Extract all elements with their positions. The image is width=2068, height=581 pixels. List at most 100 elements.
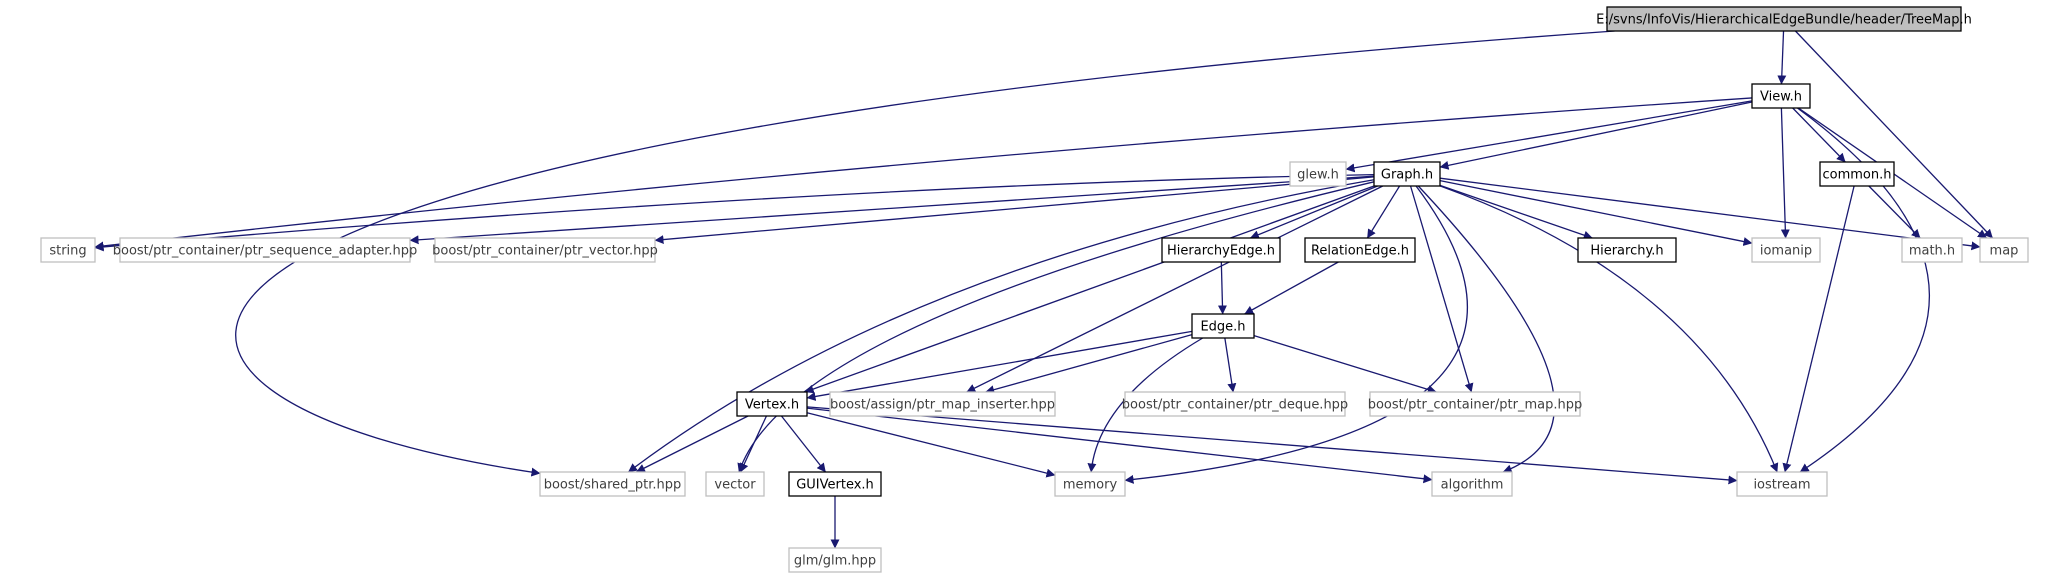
node-relationedge[interactable]: RelationEdge.h xyxy=(1304,237,1416,263)
node-label: algorithm xyxy=(1441,478,1504,493)
edge-graph-to-iomanip xyxy=(1439,179,1753,246)
edge-vertex-to-algorithm xyxy=(806,407,1433,484)
node-glew: glew.h xyxy=(1289,161,1347,187)
node-box xyxy=(1577,237,1677,263)
node-treemap[interactable]: E:/svns/InfoVis/HierarchicalEdgeBundle/h… xyxy=(1596,6,1972,32)
edge-vertex-to-vector xyxy=(739,415,768,473)
node-string: string xyxy=(40,237,96,263)
node-box xyxy=(40,237,96,263)
node-box xyxy=(119,237,411,263)
node-label: memory xyxy=(1063,478,1118,493)
edge-graph-to-ptr_seq xyxy=(409,175,1375,245)
node-box xyxy=(788,471,882,497)
node-label: iostream xyxy=(1753,478,1810,493)
node-box xyxy=(1606,6,1962,32)
edge-common-to-math xyxy=(1868,185,1921,239)
node-box xyxy=(736,391,808,417)
edge-graph-to-shared_ptr xyxy=(628,179,1375,473)
edge-treemap-to-shared_ptr xyxy=(235,30,1615,477)
node-hierarchy[interactable]: Hierarchy.h xyxy=(1577,237,1677,263)
edge-graph-to-vertex xyxy=(804,185,1375,394)
node-box xyxy=(705,471,765,497)
node-graph[interactable]: Graph.h xyxy=(1373,161,1441,187)
edge-graph-to-vector xyxy=(737,181,1375,473)
node-box xyxy=(539,471,686,497)
edge-graph-to-ptr_map xyxy=(1409,185,1474,393)
node-box xyxy=(1369,391,1581,417)
node-label: View.h xyxy=(1760,90,1802,105)
edge-edge-to-vertex xyxy=(806,330,1193,401)
node-math: math.h xyxy=(1901,237,1963,263)
node-box xyxy=(1054,471,1126,497)
edge-view-to-graph xyxy=(1439,101,1753,170)
node-label: boost/ptr_container/ptr_sequence_adapter… xyxy=(113,244,417,259)
edge-graph-to-relationedge xyxy=(1366,185,1401,239)
node-box xyxy=(1191,313,1255,339)
edge-graph-to-memory xyxy=(1124,185,1468,484)
edge-edge-to-memory xyxy=(1087,337,1204,473)
node-ptr_vec: boost/ptr_container/ptr_vector.hpp xyxy=(432,237,658,263)
node-label: boost/ptr_container/ptr_map.hpp xyxy=(1368,398,1583,413)
node-box xyxy=(1819,161,1895,187)
node-label: boost/ptr_container/ptr_deque.hpp xyxy=(1122,398,1348,413)
node-edge[interactable]: Edge.h xyxy=(1191,313,1255,339)
node-box xyxy=(1751,83,1811,109)
node-box xyxy=(1304,237,1416,263)
node-guivertex[interactable]: GUIVertex.h xyxy=(788,471,882,497)
node-box xyxy=(1901,237,1963,263)
node-label: boost/shared_ptr.hpp xyxy=(544,478,682,493)
edge-view-to-string xyxy=(94,97,1753,251)
node-shared_ptr: boost/shared_ptr.hpp xyxy=(539,471,686,497)
edge-graph-to-ptr_vec xyxy=(654,176,1375,245)
edge-hierarchyedge-to-edge xyxy=(1217,261,1227,315)
node-map: map xyxy=(1979,237,2029,263)
node-label: common.h xyxy=(1823,168,1892,183)
node-box xyxy=(1373,161,1441,187)
node-label: Edge.h xyxy=(1200,320,1245,335)
edge-vertex-to-shared_ptr xyxy=(636,415,749,473)
edges-layer xyxy=(94,30,1994,549)
node-memory: memory xyxy=(1054,471,1126,497)
edge-vertex-to-iostream xyxy=(806,406,1738,485)
node-ptr_map_ins: boost/assign/ptr_map_inserter.hpp xyxy=(829,391,1056,417)
node-hierarchyedge[interactable]: HierarchyEdge.h xyxy=(1161,237,1281,263)
node-iostream: iostream xyxy=(1736,471,1828,497)
node-vertex[interactable]: Vertex.h xyxy=(736,391,808,417)
node-label: HierarchyEdge.h xyxy=(1167,244,1275,259)
node-box xyxy=(1124,391,1346,417)
node-label: Vertex.h xyxy=(745,398,799,413)
edge-graph-to-string xyxy=(94,173,1375,252)
node-glm: glm/glm.hpp xyxy=(788,547,882,573)
node-box xyxy=(1431,471,1513,497)
node-box xyxy=(1979,237,2029,263)
edge-graph-to-iostream xyxy=(1439,185,1779,473)
edge-relationedge-to-edge xyxy=(1244,261,1339,315)
node-box xyxy=(1289,161,1347,187)
edge-view-to-iomanip xyxy=(1780,107,1790,239)
edge-edge-to-ptr_deque xyxy=(1224,337,1237,393)
node-iomanip: iomanip xyxy=(1751,237,1821,263)
node-common[interactable]: common.h xyxy=(1819,161,1895,187)
node-label: math.h xyxy=(1909,244,1955,259)
edge-graph-to-hierarchyedge xyxy=(1249,185,1378,239)
node-label: map xyxy=(1990,244,2019,259)
node-label: boost/assign/ptr_map_inserter.hpp xyxy=(830,398,1055,413)
node-label: RelationEdge.h xyxy=(1311,244,1409,259)
node-label: E:/svns/InfoVis/HierarchicalEdgeBundle/h… xyxy=(1596,13,1972,28)
edge-view-to-common xyxy=(1792,107,1846,163)
node-label: Hierarchy.h xyxy=(1590,244,1663,259)
node-ptr_deque: boost/ptr_container/ptr_deque.hpp xyxy=(1122,391,1348,417)
node-algorithm: algorithm xyxy=(1431,471,1513,497)
node-label: boost/ptr_container/ptr_vector.hpp xyxy=(432,244,658,259)
node-label: vector xyxy=(714,478,756,493)
nodes-layer: E:/svns/InfoVis/HierarchicalEdgeBundle/h… xyxy=(40,6,2029,573)
edge-view-to-glew xyxy=(1345,100,1753,173)
node-vector: vector xyxy=(705,471,765,497)
node-view[interactable]: View.h xyxy=(1751,83,1811,109)
edge-graph-to-algorithm xyxy=(1417,185,1556,474)
edge-treemap-to-map xyxy=(1794,30,1994,239)
node-ptr_map: boost/ptr_container/ptr_map.hpp xyxy=(1368,391,1583,417)
edge-graph-to-hierarchy xyxy=(1439,184,1593,240)
node-label: GUIVertex.h xyxy=(796,478,874,493)
